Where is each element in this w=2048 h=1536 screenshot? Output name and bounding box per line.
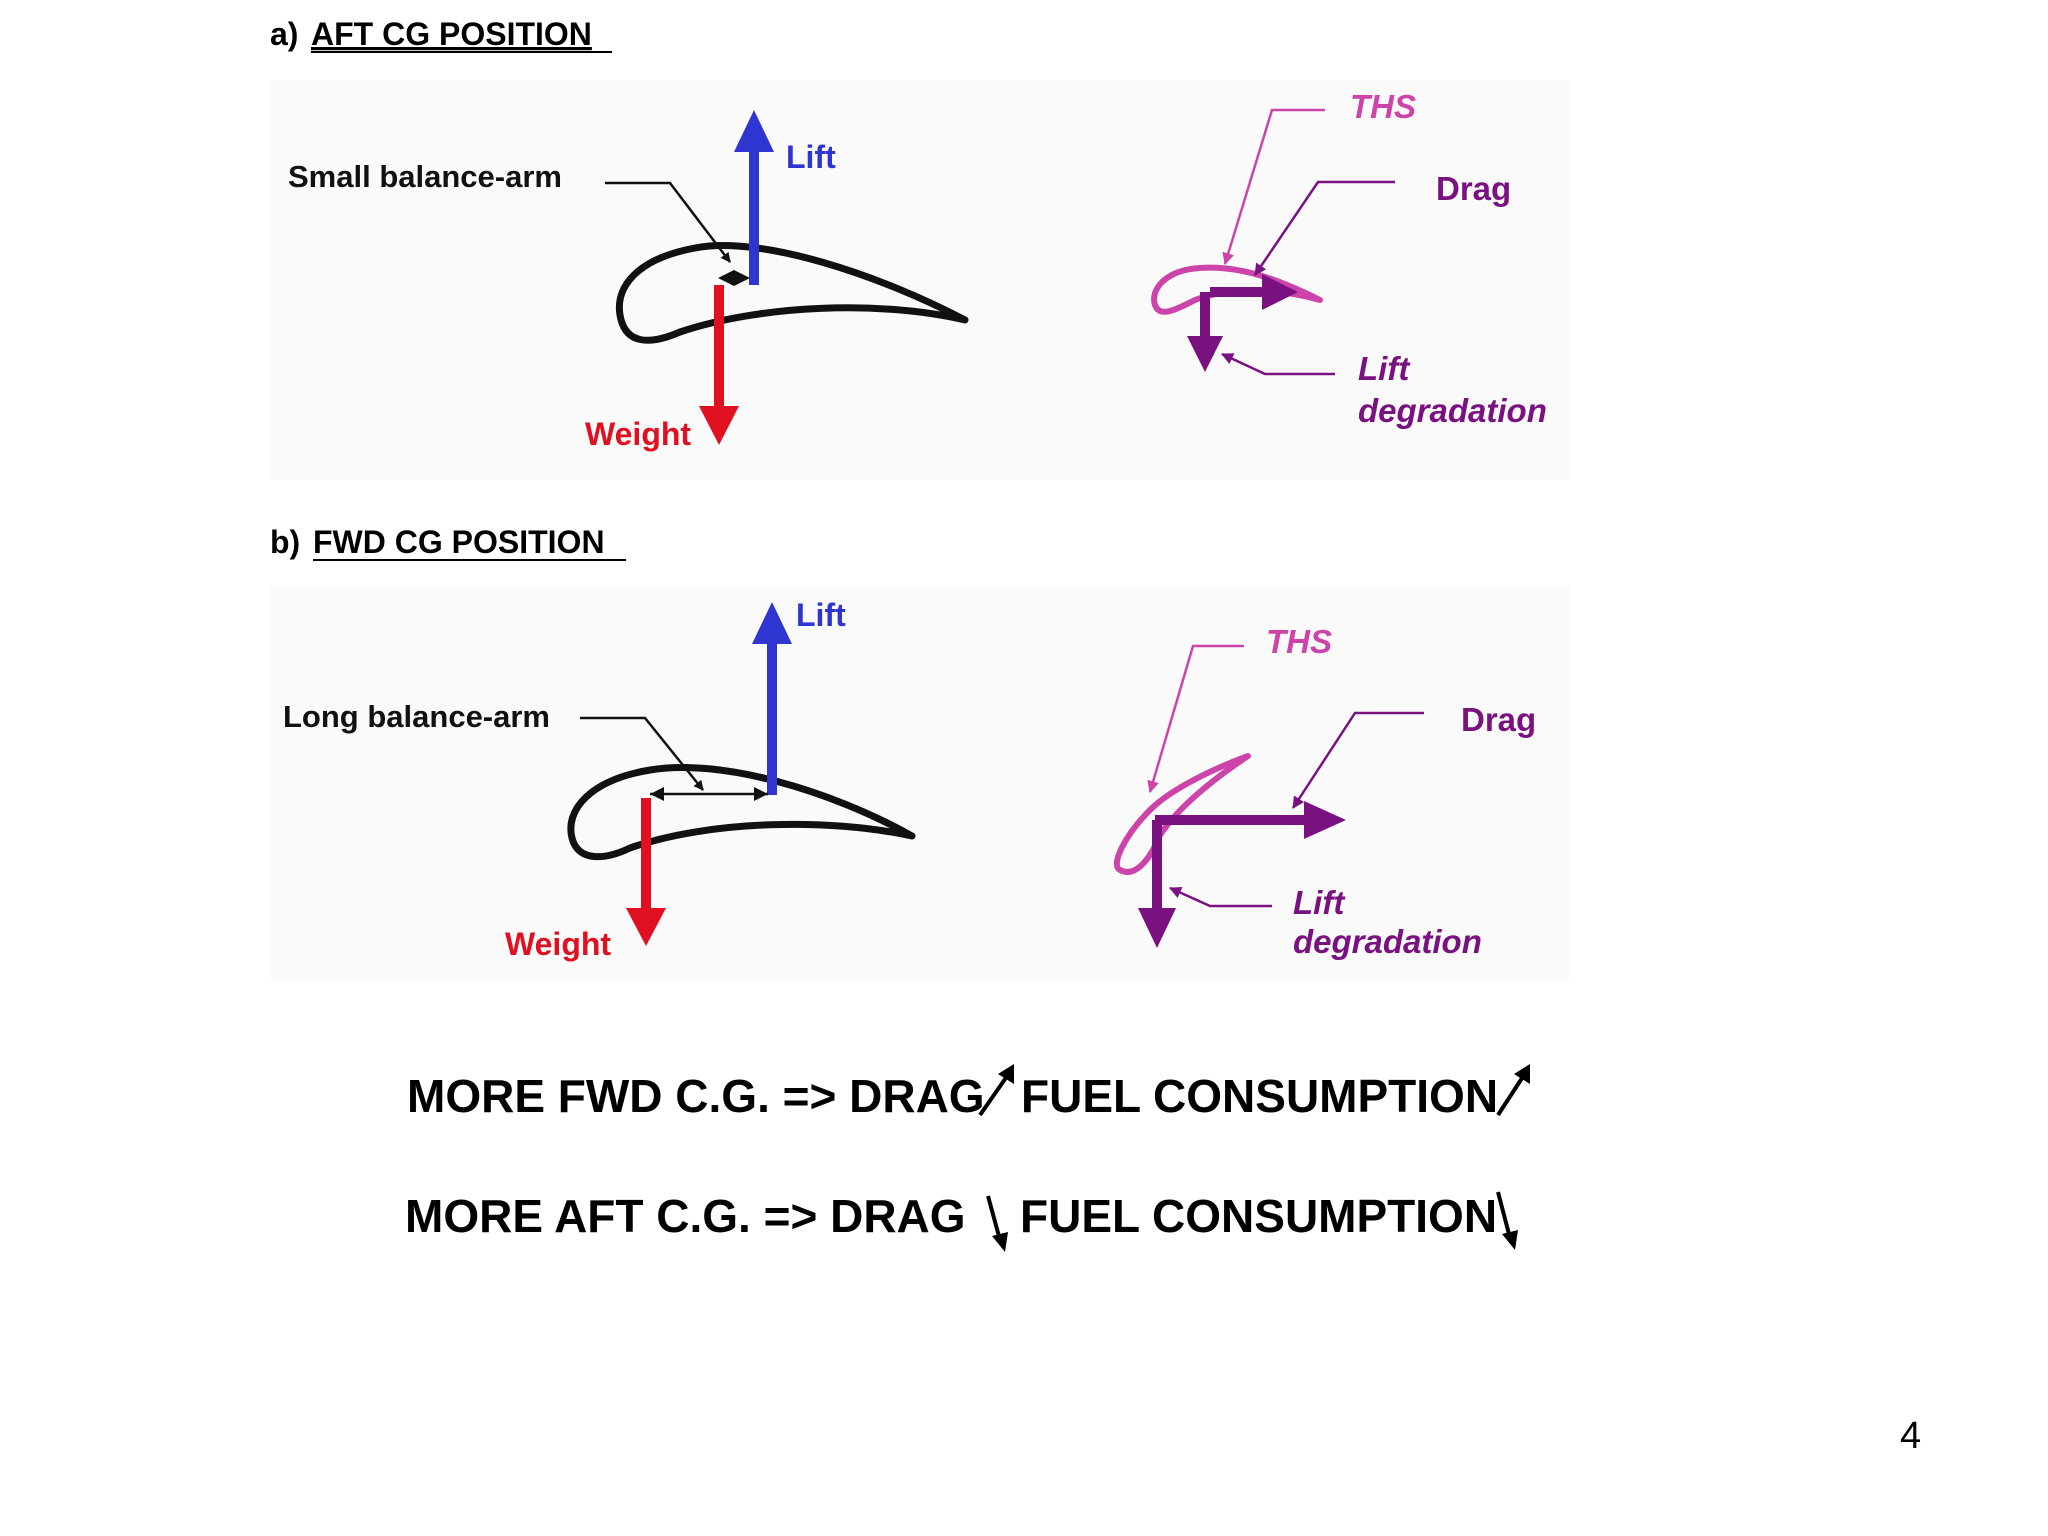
drag-arrow bbox=[1210, 274, 1298, 310]
lift-degradation-leader bbox=[1169, 886, 1272, 908]
lift-degradation-label-line1: Lift bbox=[1358, 350, 1411, 387]
ths-airfoil bbox=[1113, 753, 1251, 875]
ths-leader bbox=[1222, 108, 1325, 265]
drag-arrow bbox=[1155, 801, 1346, 839]
ths-leader bbox=[1147, 644, 1244, 793]
aft-conclusion-part1: MORE AFT C.G. => DRAG bbox=[405, 1190, 966, 1242]
conclusions: MORE FWD C.G. => DRAG FUEL CONSUMPTION M… bbox=[405, 1064, 1530, 1252]
wing-airfoil bbox=[615, 242, 969, 344]
page-number: 4 bbox=[1900, 1415, 1921, 1457]
section-a-title: AFT CG POSITION bbox=[311, 16, 592, 52]
decrease-arrow-icon bbox=[1496, 1191, 1518, 1250]
decrease-arrow-icon bbox=[986, 1195, 1008, 1252]
balance-arm-leader bbox=[605, 181, 731, 263]
balance-arm-leader bbox=[580, 716, 704, 791]
drag-leader bbox=[1291, 711, 1424, 809]
balance-arm-marker bbox=[718, 270, 750, 286]
weight-arrow bbox=[699, 285, 739, 445]
lift-degradation-label-line2: degradation bbox=[1293, 923, 1482, 960]
lift-degradation-leader bbox=[1221, 352, 1335, 376]
lift-label: Lift bbox=[786, 139, 836, 175]
lift-label: Lift bbox=[796, 597, 846, 633]
aft-conclusion-part2: FUEL CONSUMPTION bbox=[1020, 1190, 1497, 1242]
wing-airfoil bbox=[567, 764, 916, 861]
lift-arrow bbox=[734, 110, 774, 285]
lift-degradation-label-line1: Lift bbox=[1293, 884, 1346, 921]
weight-arrow bbox=[626, 798, 666, 946]
balance-arm-double-arrow bbox=[650, 787, 768, 801]
panel-b-background bbox=[270, 585, 1570, 980]
weight-label: Weight bbox=[505, 926, 611, 962]
section-b-title: FWD CG POSITION bbox=[313, 524, 605, 560]
fwd-conclusion-part1: MORE FWD C.G. => DRAG bbox=[407, 1070, 985, 1122]
panel-a-background bbox=[270, 80, 1570, 480]
increase-arrow-icon bbox=[978, 1064, 1014, 1117]
drag-leader bbox=[1253, 180, 1395, 276]
section-b: b) FWD CG POSITION Lift Weight Long bala… bbox=[270, 524, 1536, 962]
section-b-prefix: b) bbox=[270, 524, 300, 560]
drag-label: Drag bbox=[1436, 170, 1511, 207]
fwd-conclusion-part2: FUEL CONSUMPTION bbox=[1021, 1070, 1498, 1122]
lift-arrow bbox=[752, 602, 792, 795]
weight-label: Weight bbox=[585, 416, 691, 452]
increase-arrow-icon bbox=[1496, 1064, 1530, 1117]
lift-degradation-label-line2: degradation bbox=[1358, 392, 1547, 429]
balance-arm-label: Long balance-arm bbox=[283, 699, 550, 734]
section-a: a) AFT CG POSITION Lift Weight Small bal… bbox=[270, 16, 1547, 452]
lift-degradation-arrow bbox=[1138, 820, 1176, 948]
ths-label: THS bbox=[1350, 88, 1416, 125]
balance-arm-label: Small balance-arm bbox=[288, 159, 562, 194]
lift-degradation-arrow bbox=[1187, 292, 1223, 372]
section-a-prefix: a) bbox=[270, 16, 298, 52]
drag-label: Drag bbox=[1461, 701, 1536, 738]
ths-label: THS bbox=[1266, 623, 1332, 660]
